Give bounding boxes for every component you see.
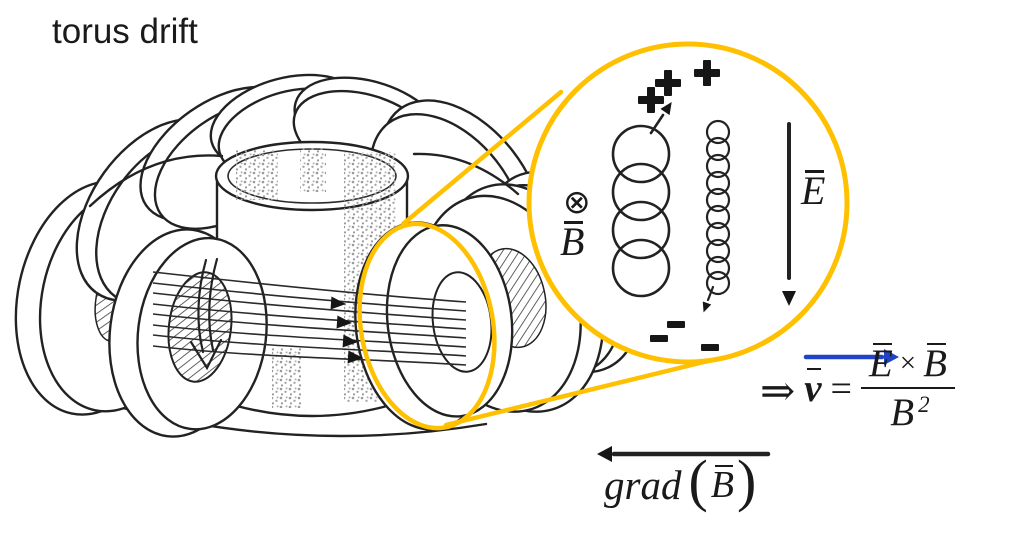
minus-charge-icon (701, 344, 719, 351)
e-field-arrow (782, 122, 796, 306)
field-direction-arrowhead (342, 334, 358, 348)
highlight-ellipse (357, 221, 497, 431)
cross-product-sign: × (899, 347, 917, 379)
equals-sign: = (830, 368, 852, 410)
e-field-label: E (801, 168, 826, 213)
fraction-numerator: E × B (860, 343, 955, 389)
ion-gyration-spiral (611, 102, 672, 298)
grad-b-arrow (597, 446, 771, 462)
minus-charge-icon (667, 321, 685, 328)
minus-charge-icon (650, 335, 668, 342)
field-direction-arrowhead (347, 350, 363, 364)
b-field-label: B (560, 219, 585, 264)
plus-charge-icon (655, 70, 681, 96)
magnifier-connector-line (400, 89, 564, 227)
magnifier-connector-line (443, 356, 719, 428)
b-into-page-icon: ⊗ (563, 182, 591, 221)
stipple-texture (300, 148, 326, 192)
stipple-texture (272, 348, 302, 408)
grad-b-label: grad ( B ) (604, 448, 757, 513)
page-title: torus drift (52, 12, 198, 51)
ion-drift-arrowhead (660, 102, 672, 116)
torus-shoulder-right (412, 152, 520, 196)
magnifier-circle (526, 41, 850, 365)
exb-drift-arrow (803, 349, 899, 365)
stipple-texture (236, 150, 278, 200)
electron-drift-arrowhead (702, 301, 712, 313)
field-direction-arrowhead (336, 315, 352, 329)
implies-symbol: ⇒ (760, 369, 796, 415)
torus-shoulder-left (88, 154, 224, 208)
plus-charge-icon (638, 87, 664, 113)
field-direction-arrowhead (330, 296, 346, 310)
electron-gyration-spiral (702, 119, 731, 313)
velocity-symbol: v (804, 367, 822, 410)
plus-charge-icon (694, 60, 720, 86)
central-cylinder (214, 140, 410, 418)
coil-current-arrow (189, 257, 223, 371)
